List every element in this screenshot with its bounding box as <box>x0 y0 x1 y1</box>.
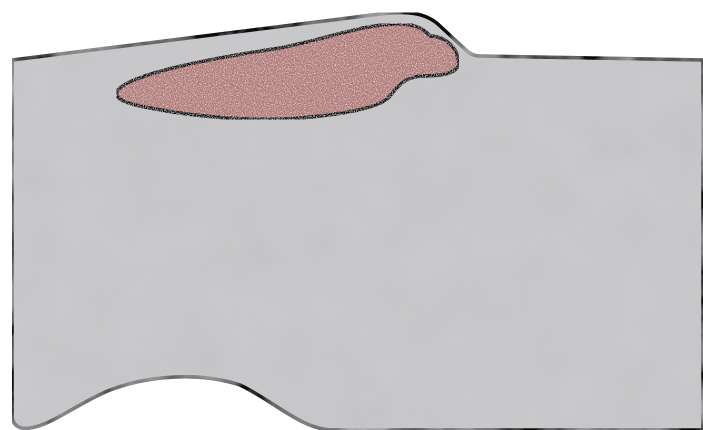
diagram-canvas <box>0 0 703 430</box>
cross-section-diagram <box>0 0 703 430</box>
